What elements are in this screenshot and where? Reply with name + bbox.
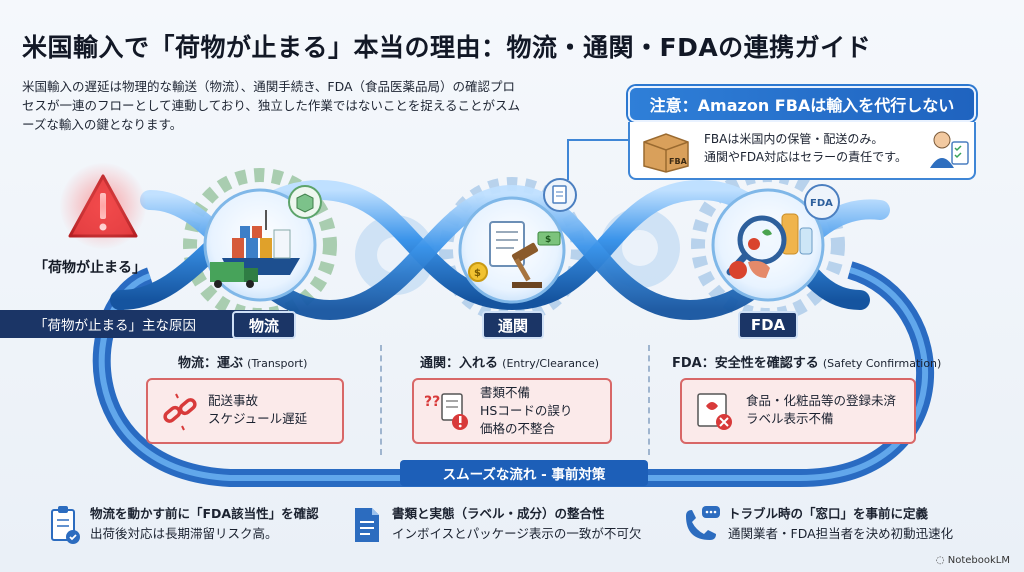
smooth-flow-bar: スムーズな流れ - 事前対策: [400, 460, 648, 486]
page-title: 米国輸入で「荷物が止まる」本当の理由：物流・通関・FDAの連携ガイド: [22, 33, 872, 62]
cause-box-transport: 配送事故 スケジュール遅延: [146, 378, 344, 444]
tip-line-2: インボイスとパッケージ表示の一致が不可欠: [392, 526, 642, 541]
tip-fda-check: 物流を動かす前に「FDA該当性」を確認 出荷後対応は長期滞留リスク高。: [90, 504, 319, 544]
cause-line: 価格の不整合: [480, 421, 556, 436]
cause-line: スケジュール遅延: [208, 411, 308, 426]
document-icon: [355, 508, 379, 542]
tip-line-2: 通関業者・FDA担当者を決め初動迅速化: [728, 526, 954, 541]
phone-chat-icon: [686, 506, 720, 540]
stage-sub-en: (Safety Confirmation): [822, 357, 942, 370]
fda-badge: [804, 184, 840, 220]
stage-sub-jp: 通関：入れる: [420, 356, 499, 371]
gavel-document-icon: $ $: [468, 221, 561, 288]
document-error-icon: ??: [424, 393, 468, 430]
stage-tag-clearance: 通関: [482, 311, 544, 339]
notice-heading: 注意：Amazon FBAは輸入を代行しない: [628, 86, 976, 122]
stage-tag-transport: 物流: [232, 311, 296, 339]
tip-contact-point: トラブル時の「窓口」を事前に定義 通関業者・FDA担当者を決め初動迅速化: [728, 504, 953, 544]
stage-sub-jp: FDA：安全性を確認する: [672, 356, 819, 371]
stage-sub-label-fda: FDA：安全性を確認する (Safety Confirmation): [672, 352, 941, 371]
column-divider: [380, 345, 382, 455]
warning-glow: [60, 163, 146, 249]
brand-watermark: ◌ NotebookLM: [936, 555, 1010, 566]
cause-text-fda: 食品・化粧品等の登録未済 ラベル表示不備: [746, 392, 896, 428]
tip-document-consistency: 書類と実態（ラベル・成分）の整合性 インボイスとパッケージ表示の一致が不可欠: [392, 504, 641, 544]
svg-text:$: $: [545, 235, 551, 245]
svg-text:??: ??: [424, 394, 440, 410]
package-box-icon: FBA: [643, 133, 689, 173]
intro-paragraph: 米国輸入の遅延は物理的な輸送（物流）、通関手続き、FDA（食品医薬品局）の確認プ…: [22, 79, 521, 132]
clipboard-check-icon: [51, 506, 80, 544]
brand-icon: ◌: [935, 555, 948, 566]
food-magnifier-icon: [726, 213, 813, 279]
label-error-icon: [697, 393, 732, 430]
tip-line-2: 出荷後対応は長期滞留リスク高。: [90, 526, 278, 541]
tip-line-1: 書類と実態（ラベル・成分）の整合性: [392, 506, 605, 521]
brand-text: NotebookLM: [947, 555, 1010, 566]
stage-sub-label-clearance: 通関：入れる (Entry/Clearance): [420, 352, 599, 371]
tip-line-1: トラブル時の「窓口」を事前に定義: [728, 506, 929, 521]
cause-line: 書類不備: [480, 385, 531, 400]
notice-body: FBA FBAは米国内の保管・配送のみ。 通関やFDA対応はセラーの責任です。: [628, 122, 976, 180]
stage-sub-en: (Entry/Clearance): [502, 357, 600, 370]
column-divider: [648, 345, 650, 455]
svg-text:$: $: [474, 268, 481, 279]
gear-ring-clearance: [439, 177, 585, 323]
notice-line-1: FBAは米国内の保管・配送のみ。: [704, 132, 884, 146]
stage-sub-jp: 物流：運ぶ: [178, 356, 244, 371]
seller-checklist-icon: [930, 131, 969, 168]
cause-line: 配送事故: [208, 393, 259, 408]
cause-box-fda: 食品・化粧品等の登録未済 ラベル表示不備: [680, 378, 916, 444]
ship-truck-icon: [210, 210, 300, 288]
fda-badge-text: FDA: [810, 198, 833, 209]
tip-line-1: 物流を動かす前に「FDA該当性」を確認: [90, 506, 319, 521]
notice-line-2: 通関やFDA対応はセラーの責任です。: [704, 150, 907, 164]
broken-chain-icon: [163, 393, 197, 431]
notice-connector: [567, 139, 628, 180]
cause-box-clearance: ?? 書類不備 HSコードの誤り 価格の不整合: [412, 378, 612, 444]
cause-text-transport: 配送事故 スケジュール遅延: [208, 392, 307, 428]
cause-line: HSコードの誤り: [480, 403, 573, 418]
stage-sub-label-transport: 物流：運ぶ (Transport): [178, 352, 307, 371]
cause-text-clearance: 書類不備 HSコードの誤り 価格の不整合: [480, 384, 572, 438]
stage-sub-en: (Transport): [247, 357, 308, 370]
warning-label: 「荷物が止まる」: [34, 260, 146, 276]
cause-line: ラベル表示不備: [746, 411, 834, 426]
stage-tag-fda: FDA: [738, 311, 798, 339]
box-label-text: FBA: [669, 157, 688, 166]
cause-line: 食品・化粧品等の登録未済: [746, 393, 897, 408]
notice-text: FBAは米国内の保管・配送のみ。 通関やFDA対応はセラーの責任です。: [704, 130, 907, 166]
